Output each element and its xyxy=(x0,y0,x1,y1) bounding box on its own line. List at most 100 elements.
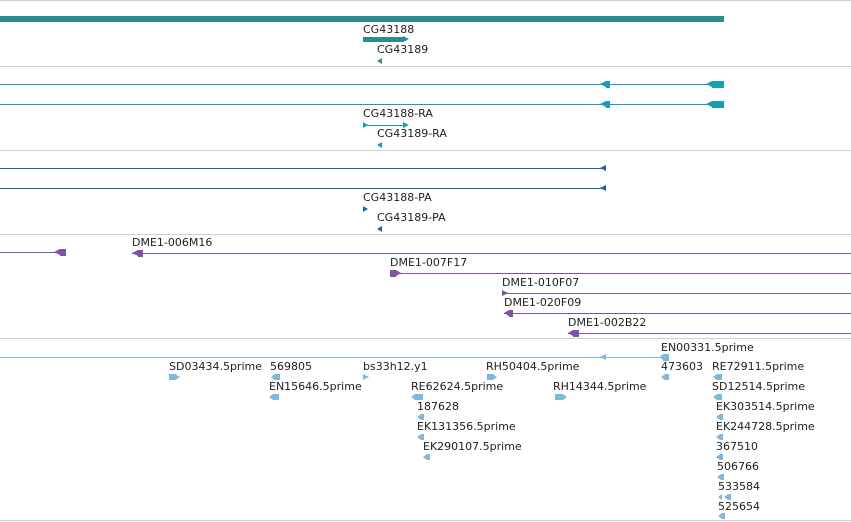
bac-line[interactable] xyxy=(390,273,851,274)
est-block[interactable] xyxy=(487,374,493,380)
est-block[interactable] xyxy=(717,394,722,400)
right-arrow-icon xyxy=(403,122,409,128)
left-arrow-icon xyxy=(411,394,415,400)
left-arrow-icon xyxy=(269,394,273,400)
est-label[interactable]: EK131356.5prime xyxy=(417,420,516,433)
left-arrow-icon xyxy=(600,354,606,360)
bac-block[interactable] xyxy=(390,270,396,277)
transcript-line[interactable] xyxy=(363,125,405,126)
est-block[interactable] xyxy=(717,374,722,380)
est-label[interactable]: 367510 xyxy=(716,440,758,453)
bac-line[interactable] xyxy=(502,293,851,294)
exon-block[interactable] xyxy=(712,81,724,88)
protein-label[interactable]: CG43188-PA xyxy=(363,191,432,204)
bac-label[interactable]: DME1-007F17 xyxy=(390,256,468,269)
est-block[interactable] xyxy=(415,394,423,400)
left-arrow-icon[interactable] xyxy=(377,142,382,148)
est-label[interactable]: 533584 xyxy=(718,480,760,493)
est-label[interactable]: 525654 xyxy=(718,500,760,513)
est-block[interactable] xyxy=(665,374,669,380)
left-arrow-icon xyxy=(718,513,722,519)
left-arrow-icon[interactable] xyxy=(377,226,382,232)
transcript-label[interactable]: CG43189-RA xyxy=(377,127,447,140)
exon-block[interactable] xyxy=(712,101,724,108)
bac-block[interactable] xyxy=(138,250,143,257)
left-arrow-icon xyxy=(661,374,665,380)
est-label[interactable]: bs33h12.y1 xyxy=(363,360,428,373)
est-block[interactable] xyxy=(273,394,279,400)
est-label[interactable]: RE62624.5prime xyxy=(411,380,504,393)
right-arrow-icon[interactable] xyxy=(363,206,368,212)
bac-block[interactable] xyxy=(60,249,66,256)
transcript-line[interactable] xyxy=(0,104,724,105)
left-arrow-icon xyxy=(716,414,720,420)
left-arrow-icon xyxy=(724,494,728,500)
left-arrow-icon xyxy=(706,81,712,87)
est-label[interactable]: RH50404.5prime xyxy=(486,360,580,373)
est-block[interactable] xyxy=(721,474,724,480)
est-label[interactable]: 506766 xyxy=(717,460,759,473)
exon-block[interactable] xyxy=(606,81,610,88)
est-label[interactable]: EK244728.5prime xyxy=(716,420,815,433)
bac-label[interactable]: DME1-020F09 xyxy=(504,296,582,309)
gene-span-bar[interactable] xyxy=(0,16,724,22)
left-arrow-icon xyxy=(600,81,606,87)
right-arrow-icon[interactable] xyxy=(363,374,369,380)
est-label[interactable]: RH14344.5prime xyxy=(553,380,647,393)
left-arrow-icon xyxy=(132,250,138,256)
est-label[interactable]: EK290107.5prime xyxy=(423,440,522,453)
bac-line[interactable] xyxy=(0,252,66,253)
transcript-label[interactable]: CG43188-RA xyxy=(363,107,433,120)
right-arrow-icon xyxy=(363,122,368,128)
left-arrow-icon xyxy=(706,101,712,107)
right-arrow-icon xyxy=(493,374,497,380)
est-label[interactable]: 187628 xyxy=(417,400,459,413)
left-arrow-icon xyxy=(504,310,509,316)
left-arrow-icon[interactable] xyxy=(377,58,382,64)
est-label[interactable]: SD12514.5prime xyxy=(712,380,805,393)
est-block[interactable] xyxy=(427,454,430,460)
bac-line[interactable] xyxy=(132,253,851,254)
left-arrow-icon xyxy=(54,249,60,255)
exon-block[interactable] xyxy=(606,101,610,108)
left-arrow-icon xyxy=(600,165,606,171)
bac-label[interactable]: DME1-010F07 xyxy=(502,276,580,289)
protein-line[interactable] xyxy=(0,188,605,189)
est-block[interactable] xyxy=(421,434,424,440)
left-arrow-icon xyxy=(716,434,720,440)
est-block[interactable] xyxy=(720,454,723,460)
est-block[interactable] xyxy=(720,414,723,420)
bac-line[interactable] xyxy=(504,313,851,314)
left-arrow-icon xyxy=(660,354,663,360)
est-block[interactable] xyxy=(169,374,175,380)
left-arrow-icon xyxy=(271,374,275,380)
bac-label[interactable]: DME1-002B22 xyxy=(568,316,647,329)
est-block[interactable] xyxy=(728,494,731,500)
est-label[interactable]: EN15646.5prime xyxy=(269,380,362,393)
gene-label[interactable]: CG43189 xyxy=(377,43,429,56)
gene-label[interactable]: CG43188 xyxy=(363,23,415,36)
est-label[interactable]: SD03434.5prime xyxy=(169,360,262,373)
est-label[interactable]: EK303514.5prime xyxy=(716,400,815,413)
est-label[interactable]: 569805 xyxy=(270,360,312,373)
bac-block[interactable] xyxy=(573,330,579,337)
est-block[interactable] xyxy=(663,354,669,361)
bac-line[interactable] xyxy=(568,333,851,334)
est-block[interactable] xyxy=(720,434,723,440)
protein-line[interactable] xyxy=(0,168,605,169)
bac-label[interactable]: DME1-006M16 xyxy=(132,236,213,249)
transcript-line[interactable] xyxy=(0,84,724,85)
est-block[interactable] xyxy=(722,513,725,519)
est-label[interactable]: RE72911.5prime xyxy=(712,360,805,373)
right-arrow-icon xyxy=(563,394,567,400)
est-line[interactable] xyxy=(0,357,667,358)
gene-feature-bar[interactable] xyxy=(363,37,403,42)
protein-label[interactable]: CG43189-PA xyxy=(377,211,446,224)
est-label[interactable]: 473603 xyxy=(661,360,703,373)
est-label[interactable]: EN00331.5prime xyxy=(661,341,754,354)
bac-block[interactable] xyxy=(509,310,513,317)
est-block[interactable] xyxy=(555,394,563,400)
est-block[interactable] xyxy=(421,414,424,420)
est-block[interactable] xyxy=(275,374,280,380)
